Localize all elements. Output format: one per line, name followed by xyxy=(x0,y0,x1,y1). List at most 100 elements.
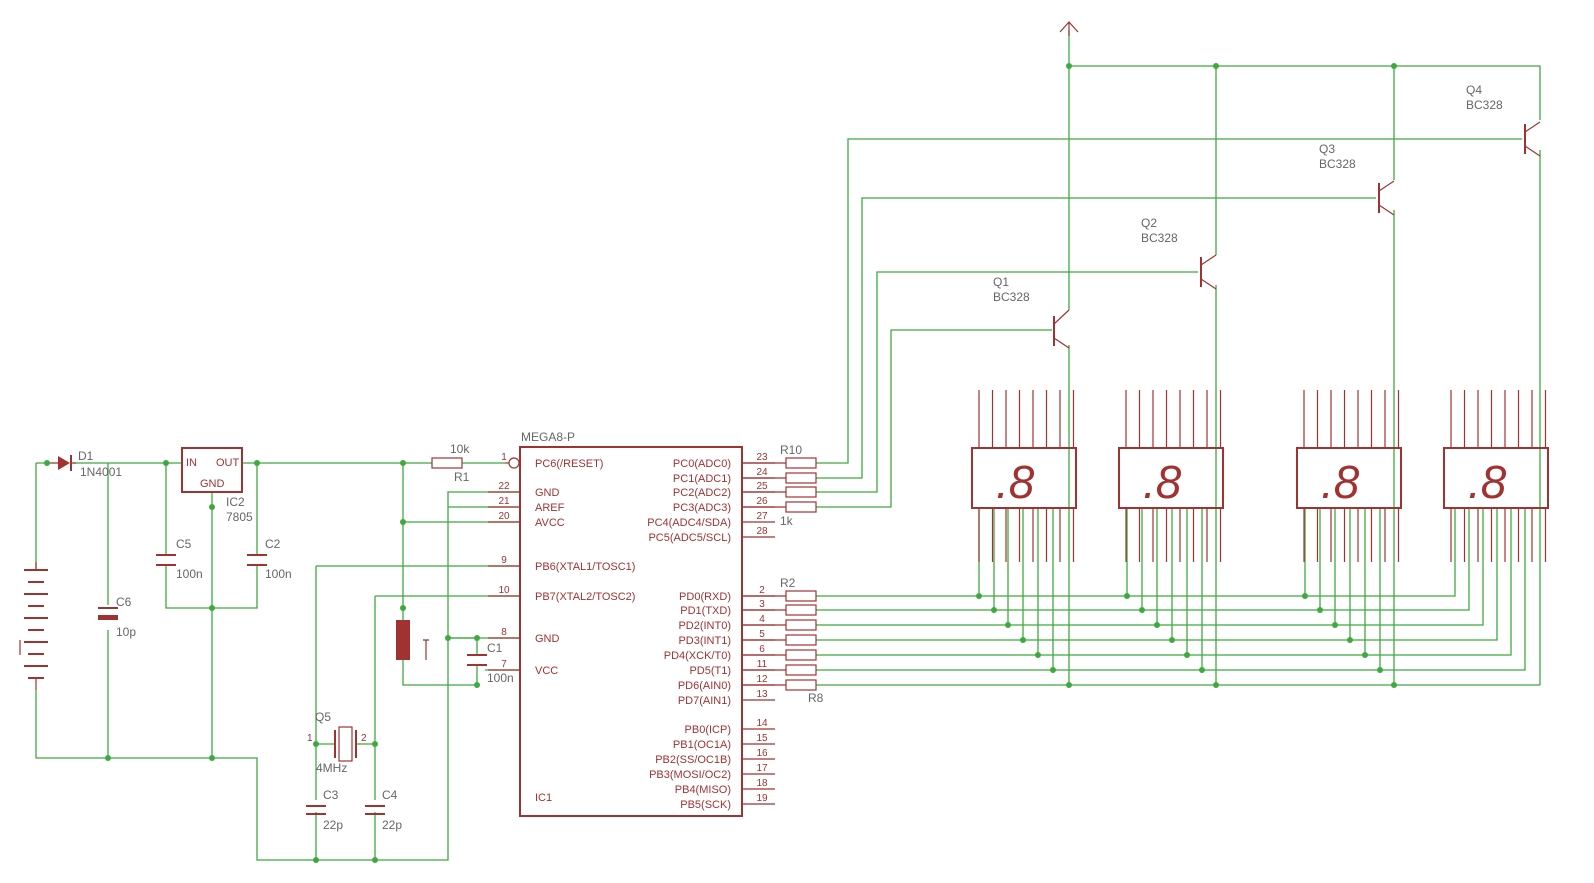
diode-d1 xyxy=(50,455,76,471)
q4-value: BC328 xyxy=(1466,98,1503,112)
seven-segment-display: .8 xyxy=(1296,390,1402,562)
seven-segment-displays: .8 .8 .8 .8 xyxy=(971,390,1549,562)
resistors-r2-r8 xyxy=(742,590,817,691)
ic1-pin-number: 5 xyxy=(759,629,765,640)
c1-value: 100n xyxy=(487,671,514,685)
r2-name: R2 xyxy=(780,576,796,590)
seven-segment-display: .8 xyxy=(1443,390,1549,562)
reset-button-symbol xyxy=(396,620,410,660)
junctions xyxy=(44,63,1397,863)
q2-name: Q2 xyxy=(1141,216,1157,230)
c6-value: 10p xyxy=(116,625,136,639)
q5-value: 4MHz xyxy=(316,761,347,775)
ic1-pin-label: PC2(ADC2) xyxy=(673,487,731,499)
ic1-pin-label: GND xyxy=(535,487,560,499)
ic1-pin-number: 24 xyxy=(756,467,768,478)
display-digit: .8 xyxy=(1143,456,1182,508)
capacitor-c2 xyxy=(247,554,267,566)
ic1-pin-number: 2 xyxy=(759,585,765,596)
mcu-ic1-body xyxy=(519,446,743,817)
ic1-pin-number: 10 xyxy=(498,585,510,596)
ic1-pin-label: PD2(INT0) xyxy=(678,620,731,632)
ic1-pin-number: 23 xyxy=(756,452,768,463)
seven-segment-display: .8 xyxy=(971,390,1077,562)
ic2-pin-gnd: GND xyxy=(200,478,225,490)
ic2-pin-out: OUT xyxy=(216,457,240,469)
capacitor-c1 xyxy=(467,654,487,666)
ic1-pin-number: 7 xyxy=(501,659,507,670)
c5-value: 100n xyxy=(176,567,203,581)
ic1-pin-label: PB1(OC1A) xyxy=(673,739,731,751)
display-body xyxy=(1443,447,1549,509)
c4-value: 22p xyxy=(382,818,402,832)
ic1-pin-label: PD7(AIN1) xyxy=(678,695,731,707)
ic1-pin-label: PB7(XTAL2/TOSC2) xyxy=(535,591,635,603)
ic1-pin-label: PB3(MOSI/OC2) xyxy=(649,769,731,781)
ic1-pin-number: 1 xyxy=(501,452,507,463)
ic1-left-pins: 1PC6(/RESET)22GND21AREF20AVCC9PB6(XTAL1/… xyxy=(488,452,635,677)
ic1-value: MEGA8-P xyxy=(521,430,575,444)
r8-name: R8 xyxy=(808,691,824,705)
crystal-q5 xyxy=(334,726,357,762)
c3-name: C3 xyxy=(323,788,339,802)
ic1-pin-number: 11 xyxy=(757,659,768,670)
display-digit: .8 xyxy=(1468,456,1507,508)
r1-value: 10k xyxy=(450,442,470,456)
supply-arrow-symbol xyxy=(1059,21,1079,36)
q5-pin1: 1 xyxy=(307,733,313,744)
ic1-pin-number: 12 xyxy=(756,674,768,685)
c2-name: C2 xyxy=(265,537,281,551)
c4-name: C4 xyxy=(382,788,398,802)
q4-name: Q4 xyxy=(1466,83,1482,97)
display-body xyxy=(1296,447,1402,509)
q3-name: Q3 xyxy=(1319,142,1335,156)
ic1-pin-label: PC6(/RESET) xyxy=(535,458,603,470)
ic1-pin-label: PC3(ADC3) xyxy=(673,502,731,514)
transistor-q3 xyxy=(1378,180,1395,216)
ic1-pin-number: 6 xyxy=(759,644,765,655)
d1-value: 1N4001 xyxy=(80,465,122,479)
display-digit: .8 xyxy=(1321,456,1360,508)
transistor-q4 xyxy=(1524,121,1541,157)
ic1-pin-label: PC5(ADC5/SCL) xyxy=(648,532,731,544)
q3-value: BC328 xyxy=(1319,157,1356,171)
ic1-pin-number: 27 xyxy=(756,511,768,522)
ic2-pin-in: IN xyxy=(186,457,197,469)
ic1-pin-label: PD5(T1) xyxy=(689,665,731,677)
reset-button-lead xyxy=(423,639,429,660)
ic1-pin-number: 17 xyxy=(756,763,768,774)
ic1-pin-label: PB2(SS/OC1B) xyxy=(655,754,731,766)
ic1-pin-number: 26 xyxy=(756,496,768,507)
ic1-pin-number: 3 xyxy=(759,599,765,610)
c5-name: C5 xyxy=(176,537,192,551)
ic1-pin-label: PD0(RXD) xyxy=(679,591,731,603)
ic1-pin-number: 22 xyxy=(498,481,510,492)
ic1-pin-number: 15 xyxy=(756,733,768,744)
r-top-value: 1k xyxy=(780,514,794,528)
ic1-pin-label: AVCC xyxy=(535,517,565,529)
capacitor-c4 xyxy=(365,805,385,815)
regulator-ic2-body xyxy=(181,447,243,493)
ic1-pin-label: PD1(TXD) xyxy=(680,605,731,617)
ic1-name: IC1 xyxy=(535,792,552,804)
capacitor-c5 xyxy=(156,554,176,566)
q5-name: Q5 xyxy=(315,710,331,724)
ic1-pin-label: PB0(ICP) xyxy=(685,724,731,736)
ic1-pin-number: 4 xyxy=(759,614,765,625)
ic1-pin-label: GND xyxy=(535,633,560,645)
ic1-pin-number: 21 xyxy=(498,496,510,507)
ic1-pin-number: 19 xyxy=(756,793,768,804)
ic1-pin-number: 28 xyxy=(756,526,768,537)
c1-name: C1 xyxy=(487,641,503,655)
ic1-pin-number: 14 xyxy=(756,718,768,729)
c2-value: 100n xyxy=(265,567,292,581)
ic1-pin-label: AREF xyxy=(535,502,565,514)
seven-segment-display: .8 xyxy=(1118,390,1224,562)
transistor-q1 xyxy=(1053,309,1070,349)
ic1-pin-number: 25 xyxy=(756,481,768,492)
ic1-pin-label: PC4(ADC4/SDA) xyxy=(647,517,731,529)
ic1-pin-number: 8 xyxy=(501,627,507,638)
capacitor-c6 xyxy=(98,607,118,620)
q1-value: BC328 xyxy=(993,290,1030,304)
capacitor-c3 xyxy=(306,805,326,815)
